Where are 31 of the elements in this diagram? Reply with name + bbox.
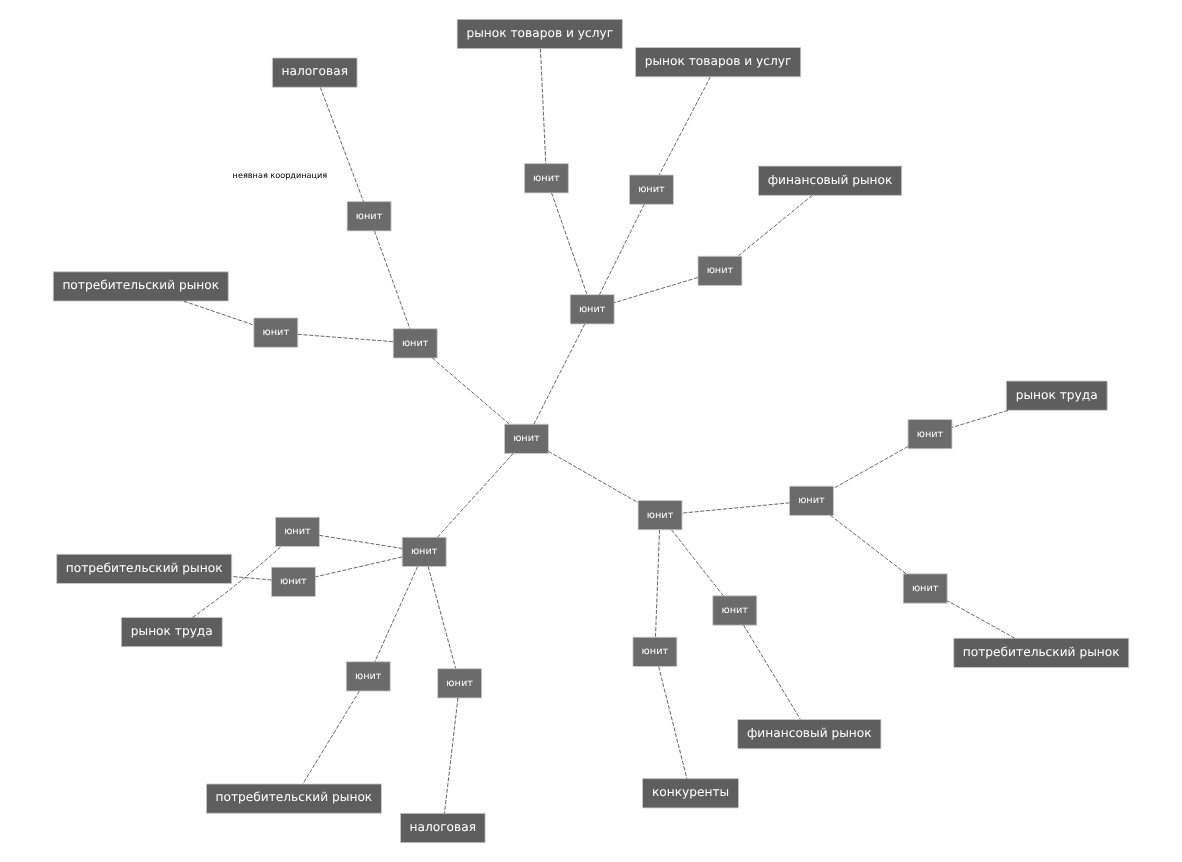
connector: [658, 666, 688, 779]
connector: [599, 203, 645, 295]
connector: [231, 576, 272, 581]
connector: [540, 48, 547, 164]
connector: [548, 451, 639, 503]
connector: [319, 87, 364, 202]
connector: [533, 323, 586, 425]
connector: [374, 230, 411, 330]
connector: [833, 446, 909, 489]
connector: [681, 502, 790, 514]
connector: [297, 333, 394, 343]
connector: [551, 192, 588, 295]
connector: [183, 300, 254, 326]
connector: [319, 535, 403, 549]
connector: [671, 529, 724, 597]
connector: [192, 546, 282, 618]
connector: [437, 453, 514, 538]
connector: [302, 690, 360, 785]
connector: [658, 76, 711, 176]
connector: [743, 624, 801, 720]
connector: [655, 529, 660, 638]
connector: [737, 195, 813, 257]
connector: [444, 697, 459, 814]
connector: [427, 566, 456, 669]
connector: [830, 515, 907, 575]
connector: [431, 357, 510, 425]
connector: [951, 410, 1009, 428]
connector: [315, 556, 403, 578]
connector: [374, 566, 418, 663]
connector: [613, 277, 699, 304]
connector: [947, 600, 1016, 639]
